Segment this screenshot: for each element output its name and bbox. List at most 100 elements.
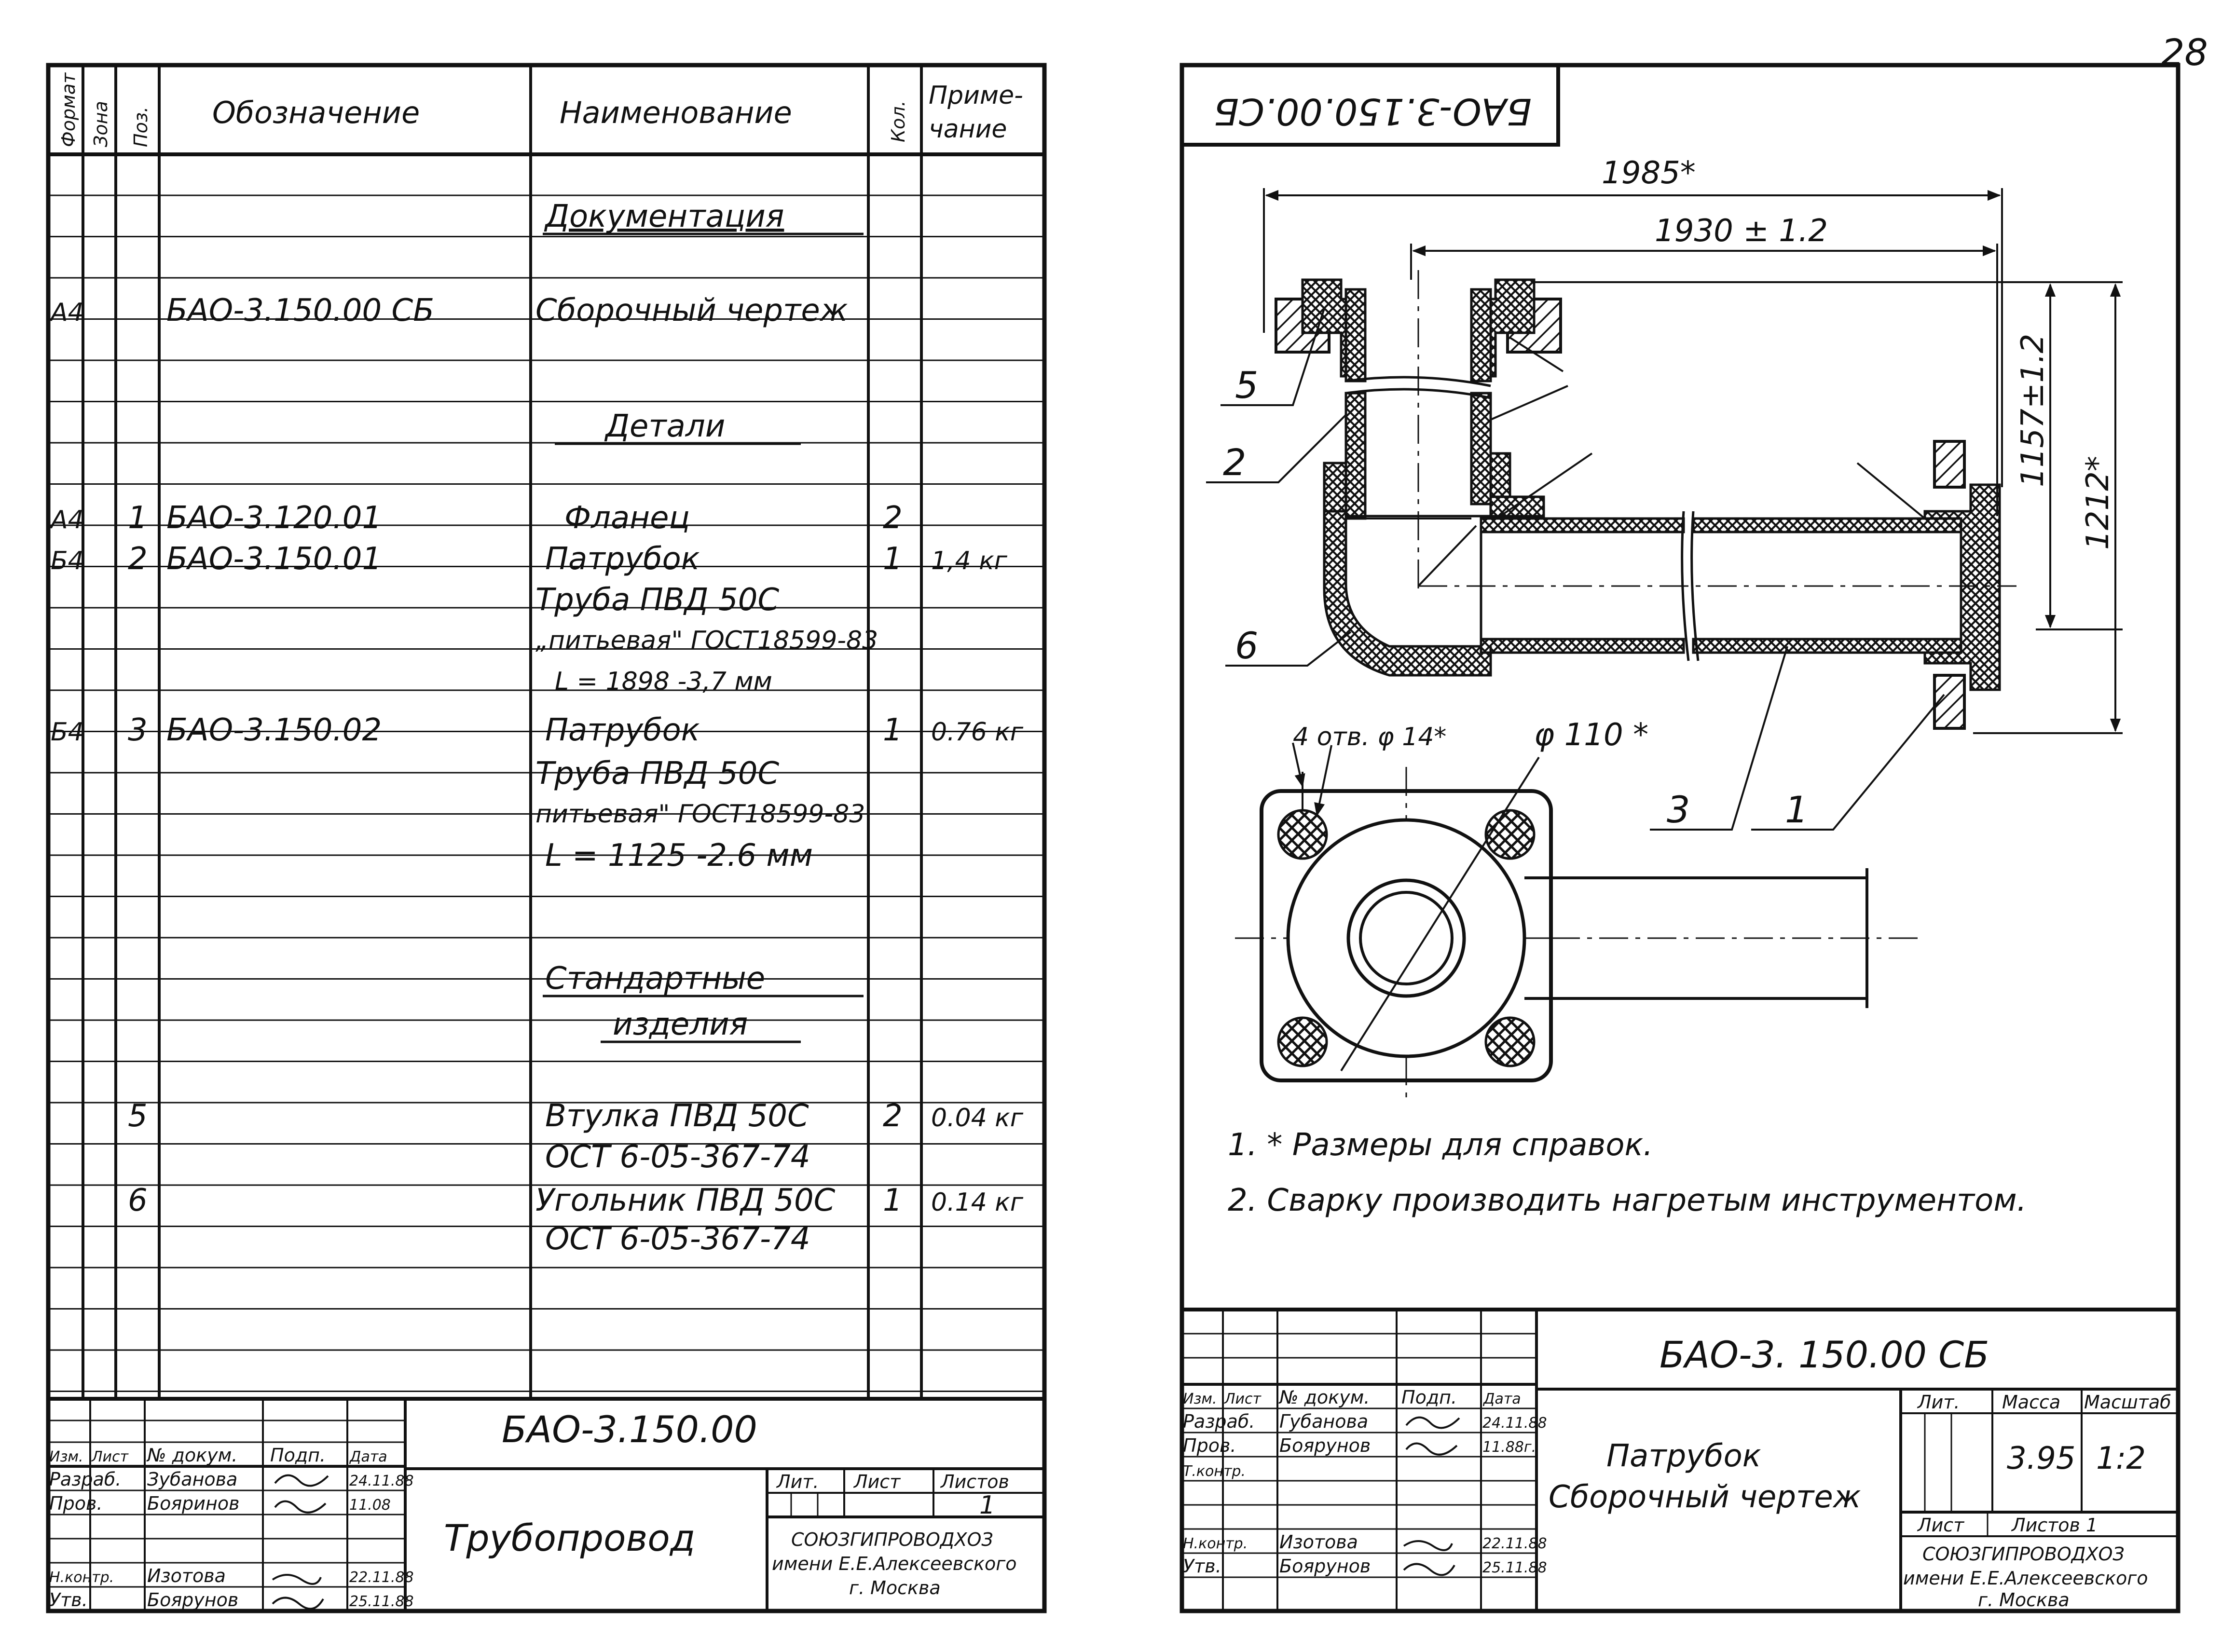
spec-header: Формат Зона Поз. Обозначение Наименовани… — [58, 72, 1023, 147]
row-designation: БАО-3.150.02 — [166, 712, 382, 748]
row-name: Сборочный чертеж — [535, 293, 848, 328]
section-standard-2: изделия — [613, 1007, 748, 1042]
spec-row: 5 Втулка ПВД 50С 2 0.04 кг — [128, 1098, 1024, 1134]
header-designation: Обозначение — [212, 95, 420, 130]
role-prov: Пров. — [49, 1493, 102, 1514]
spec-sections: Документация Детали Стандартные изделия — [543, 199, 864, 1043]
row-note: 0.14 кг — [931, 1188, 1024, 1217]
dim-1985: 1985* — [1602, 155, 1696, 191]
row-name: Втулка ПВД 50С — [545, 1098, 809, 1134]
col-izm: Изм. — [49, 1448, 83, 1465]
col-lit: Лит. — [776, 1471, 819, 1492]
vertical-pipe-wall-right — [1470, 288, 1492, 382]
name-utv: Боярунов — [147, 1589, 238, 1611]
col-list: Лист — [1224, 1391, 1262, 1407]
col-sheets: Листов — [940, 1471, 1009, 1492]
horizontal-pipe-bottom-wall — [1480, 638, 1685, 654]
row-name: Труба ПВД 50С — [535, 582, 779, 618]
org-line-2: имени Е.Е.Алексеевского — [1903, 1568, 2148, 1589]
spec-row: А4 БАО-3.150.00 СБ Сборочный чертеж — [49, 293, 848, 328]
section-standard-1: Стандартные — [545, 961, 765, 997]
dim-1930: 1930 ± 1.2 — [1655, 213, 1828, 249]
row-name: L = 1125 -2.6 мм — [545, 838, 813, 874]
dim-holes: 4 отв. φ 14* — [1293, 723, 1446, 751]
role-tkontr: Т.контр. — [1183, 1463, 1246, 1480]
row-qty: 1 — [883, 712, 903, 748]
header-format: Формат — [58, 72, 79, 147]
date-prov: 11.08 — [349, 1497, 391, 1514]
note-2: 2. Сварку производить нагретым инструмен… — [1228, 1183, 2027, 1218]
drawing-title-1: Патрубок — [1606, 1438, 1761, 1474]
role-razrab: Разраб. — [1183, 1411, 1255, 1432]
date-razrab: 24.11.88 — [1482, 1415, 1547, 1432]
role-prov: Пров. — [1183, 1435, 1236, 1456]
col-mass: Масса — [2002, 1392, 2060, 1413]
date-razrab: 24.11.88 — [349, 1473, 414, 1489]
row-pos: 1 — [128, 500, 148, 536]
date-nkontr: 22.11.88 — [1482, 1535, 1547, 1552]
org-line-3: г. Москва — [849, 1577, 941, 1598]
spec-row: 6 Угольник ПВД 50С 1 0.14 кг — [128, 1183, 1024, 1218]
drawing-stamp: БАО-3.150.00.СБ — [1214, 90, 1532, 133]
leader-3: 3 — [1667, 788, 1690, 831]
leader-2: 2 — [1223, 441, 1246, 484]
row-designation: БАО-3.150.00 СБ — [166, 293, 434, 328]
col-sheet: Лист — [1917, 1515, 1965, 1536]
col-sign: Подп. — [1401, 1387, 1457, 1408]
date-prov: 11.88г. — [1482, 1439, 1536, 1456]
drawing-title-block-lines — [1182, 1308, 2178, 1611]
spec-rows: А4 БАО-3.150.00 СБ Сборочный чертеж А4 1… — [49, 293, 1024, 1257]
row-pos: 6 — [128, 1183, 148, 1218]
row-note: 0.76 кг — [931, 718, 1024, 747]
org-line-2: имени Е.Е.Алексеевского — [772, 1553, 1017, 1574]
date-utv: 25.11.88 — [1482, 1559, 1547, 1576]
row-name: ОСТ 6-05-367-74 — [545, 1221, 810, 1257]
specification-sheet — [46, 63, 1047, 1613]
drawing-code: БАО-3. 150.00 СБ — [1660, 1333, 1989, 1376]
col-doc: № докум. — [1278, 1387, 1370, 1408]
signatures — [1403, 1416, 1460, 1576]
vertical-pipe-wall-left — [1344, 288, 1367, 382]
leader-6: 6 — [1235, 624, 1258, 667]
section-documentation: Документация — [544, 199, 784, 234]
org-line-1: СОЮЗГИПРОВОДХОЗ — [791, 1529, 993, 1550]
row-name: Угольник ПВД 50С — [535, 1183, 836, 1218]
flange-plan-view — [1235, 742, 1925, 1105]
row-format: А4 — [49, 298, 84, 327]
name-nkontr: Изотова — [1279, 1531, 1358, 1553]
row-name: Фланец — [564, 500, 690, 536]
spec-row: Б4 2 БАО-3.150.01 Патрубок 1 1,4 кг — [51, 541, 1008, 577]
section-details: Детали — [604, 409, 725, 444]
role-nkontr: Н.контр. — [49, 1569, 114, 1586]
right-flange-bottom — [1933, 674, 1966, 730]
header-zone: Зона — [90, 101, 111, 147]
row-name: Труба ПВД 50С — [535, 756, 779, 792]
row-pos: 5 — [128, 1098, 148, 1134]
role-razrab: Разраб. — [49, 1469, 121, 1490]
row-designation: БАО-3.150.01 — [166, 541, 382, 577]
row-name: питьевая" ГОСТ18599-83 — [535, 800, 865, 829]
vertical-pipe-wall-right-lower — [1470, 392, 1492, 505]
header-note-1: Приме- — [929, 81, 1023, 110]
name-utv: Боярунов — [1279, 1556, 1371, 1577]
col-date: Дата — [349, 1448, 387, 1465]
spec-title: Трубопровод — [444, 1516, 695, 1559]
org-line-3: г. Москва — [1978, 1589, 2070, 1611]
mass-value: 3.95 — [2007, 1441, 2076, 1476]
org-line-1: СОЮЗГИПРОВОДХОЗ — [1922, 1543, 2125, 1565]
header-note-2: чание — [929, 115, 1007, 144]
col-sheets: Листов 1 — [2011, 1515, 2098, 1536]
row-name: ОСТ 6-05-367-74 — [545, 1139, 810, 1175]
col-doc: № докум. — [146, 1445, 237, 1466]
col-sheet: Лист — [853, 1471, 901, 1492]
row-note: 0.04 кг — [931, 1104, 1024, 1133]
col-lit: Лит. — [1917, 1392, 1960, 1413]
row-name: Патрубок — [545, 712, 700, 748]
name-nkontr: Изотова — [147, 1565, 226, 1586]
row-pos: 3 — [128, 712, 148, 748]
row-qty: 1 — [883, 1183, 903, 1218]
part-leaders — [1206, 308, 1945, 831]
assembly-section-view — [1275, 270, 2016, 730]
row-name: „питьевая" ГОСТ18599-83 — [535, 626, 878, 655]
col-list: Лист — [91, 1448, 129, 1465]
